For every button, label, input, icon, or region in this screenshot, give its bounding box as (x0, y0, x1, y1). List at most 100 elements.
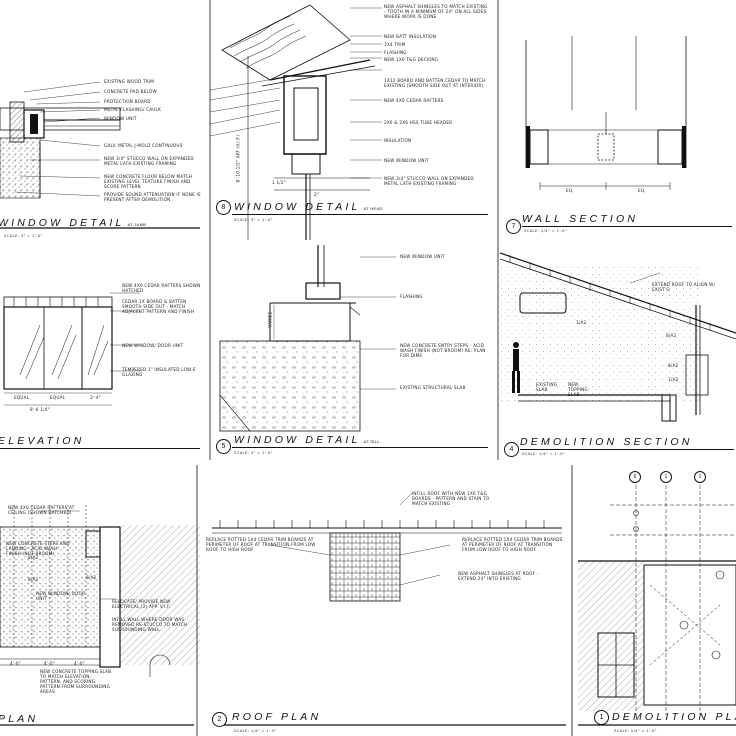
plan-note-3: NEW WINDOW/ DOOR UNIT (36, 591, 86, 601)
sill-dim-varies: VARIES (267, 311, 273, 328)
title-underline-8 (232, 214, 488, 216)
title-underline-6 (0, 448, 200, 450)
detail-number-4: 4 (504, 442, 519, 457)
grid-bubble-1a: 1 (660, 471, 672, 483)
demo-sec-note-1: EXTEND ROOF TO ALIGN W/ EXIST'G (652, 282, 716, 292)
panel-window-detail-sill: NEW WINDOW UNIT FLASHING NEW CONCRETE EN… (210, 245, 500, 460)
elev-dim-3: 3'-4" (90, 395, 101, 400)
roof-note-1: INFILL ROOF WITH NEW 1X6 T&G BOARDS - PA… (412, 491, 490, 506)
demolition-plan-drawing (578, 485, 736, 726)
demo-sec-note-2: EXISTING SLAB (536, 382, 558, 392)
detail-number-1: 1 (594, 710, 609, 725)
demo-sec-tag-4: 1/A2 (668, 377, 679, 382)
plan-tag-1: 8/A2 (28, 555, 39, 560)
wall-dim-eq-2: EQ. (638, 188, 646, 193)
head-detail-drawing (210, 4, 382, 240)
panel-plan: NEW 4X6 CEDAR RAFTERS AT CEILING (SHOWN … (0, 465, 200, 736)
demo-sec-tag-2: 8/A2 (666, 333, 677, 338)
plan-note-4: RELOCATE/ PROVIDE NEW ELECTRICAL (2) APP… (112, 599, 171, 609)
demo-sec-note-3: NEW TOPPING SLAB (568, 382, 588, 397)
grid-bubble-1b: 1 (694, 471, 706, 483)
roof-note-3: REPLACE ROTTED 1X4 CEDAR TRIM BOARDS AT … (462, 537, 563, 552)
head-note-10: NEW WINDOW UNIT (384, 158, 429, 163)
elev-dim-1: EQUAL (14, 395, 30, 400)
head-dim-1: 1 1/2" (272, 180, 286, 185)
panel-roof-plan: INFILL ROOF WITH NEW 1X6 T&G BOARDS - PA… (200, 465, 570, 736)
plan-dim-1: 4'-0" (10, 661, 21, 666)
panel-elevation: NEW 4X6 CEDAR RAFTERS SHOWN HATCHED CEDA… (0, 245, 210, 460)
roof-note-2: REPLACE ROTTED 1X4 CEDAR TRIM BOARDS AT … (206, 537, 316, 552)
detail-number-2: 2 (212, 712, 227, 727)
scale-demolition-section: SCALE: 1/4" = 1'-0" (522, 451, 565, 456)
detail-number-7: 7 (506, 219, 521, 234)
elev-note-3: NEW WINDOW/ DOOR UNIT (122, 343, 184, 348)
plan-note-5: INFILL WALL WHERE DOOR WAS REMOVED RE-ST… (112, 617, 188, 632)
sill-note-1: NEW WINDOW UNIT (400, 254, 445, 259)
head-note-2: NEW BATT INSULATION (384, 34, 437, 39)
plan-tag-3: 6/A2 (86, 575, 97, 580)
elevation-drawing (3, 292, 140, 406)
wall-dim-eq-1: EQ. (566, 188, 574, 193)
head-note-7: NEW 4X6 CEDAR RAFTERS (384, 98, 444, 103)
elev-note-4: TEMPERED 1" INSULATED LOW-E GLAZING (122, 367, 196, 377)
plan-note-6: NEW CONCRETE TOPPING SLAB TO MATCH ELEVA… (40, 669, 112, 694)
title-plan: PLAN (0, 713, 39, 725)
plan-dim-2: 4'-0" (44, 661, 55, 666)
head-note-9: INSULATION (384, 138, 412, 143)
jamb-note-5: WINDOW UNIT (104, 116, 137, 121)
plan-note-1: NEW 4X6 CEDAR RAFTERS AT CEILING (SHOWN … (8, 505, 75, 515)
title-underline-7 (522, 226, 732, 228)
detail-number-5: 5 (216, 439, 231, 454)
plan-tag-2: 8/A2 (28, 577, 39, 582)
jamb-note-4: METAL FLASHING/ CAULK (104, 107, 162, 112)
head-note-4: FLASHING (384, 50, 407, 55)
title-demolition-plan: DEMOLITION PLAN (612, 711, 736, 723)
demo-sec-tag-1: 1/A2 (576, 320, 587, 325)
scale-window-detail-sill: SCALE: 3" = 1'-0" (234, 450, 273, 455)
elev-dim-2: EQUAL (50, 395, 66, 400)
sill-note-4: EXISTING STRUCTURAL SLAB (400, 385, 466, 390)
elev-note-1: NEW 4X6 CEDAR RAFTERS SHOWN HATCHED (122, 283, 201, 293)
wall-section-drawing (525, 36, 687, 190)
jamb-note-7: NEW 3/4" STUCCO WALL ON EXPANDED METAL L… (104, 156, 194, 166)
elev-note-2: CEDAR 1X BOARD & BATTEN SMOOTH SIDE OUT … (122, 299, 195, 314)
grid-bubble-6: 6 (629, 471, 641, 483)
head-dim-2: 2" (314, 192, 319, 197)
title-roof-plan: ROOF PLAN (232, 711, 322, 723)
roof-plan-drawing (212, 492, 566, 726)
plan-drawing (0, 505, 200, 726)
sill-note-2: FLASHING (400, 294, 423, 299)
demolition-section-drawing (500, 252, 736, 422)
demo-sec-tag-3: 8/A2 (668, 363, 679, 368)
head-note-1: NEW ASPHALT SHINGLES TO MATCH EXISTING -… (384, 4, 488, 19)
detail-number-8: 8 (216, 200, 231, 215)
scale-window-detail-head: SCALE: 3" = 1'-0" (234, 217, 273, 222)
plan-note-2: NEW CONCRETE STEPS AND LANDING - ACID WA… (6, 541, 70, 556)
sill-note-3: NEW CONCRETE ENTRY STEPS - ACID WASH FIN… (400, 343, 486, 358)
scale-demolition-plan: SCALE: 1/4" = 1'-0" (614, 728, 657, 733)
sill-detail-drawing (219, 245, 396, 432)
title-demolition-section: DEMOLITION SECTION (520, 436, 693, 448)
panel-demolition-section: EXTEND ROOF TO ALIGN W/ EXIST'G EXISTING… (500, 245, 736, 460)
panel-demolition-plan: 6 1 1 1 DEMOLITION PLAN SCALE: 1/4" = 1'… (570, 465, 736, 736)
plan-dim-3: 4'-0" (74, 661, 85, 666)
scale-roof-plan: SCALE: 1/4" = 1'-0" (234, 728, 277, 733)
jamb-note-3: PROTECTION BOARD (104, 99, 151, 104)
head-note-3: 1X4 TRIM (384, 42, 406, 47)
head-dim-vertical: 8'-10 1/2" AFF (V.I.F.) (235, 134, 241, 183)
title-underline-4 (520, 449, 734, 451)
scale-window-detail-jamb: SCALE: 3" = 1'-0" (4, 233, 43, 238)
title-wall-section: WALL SECTION (522, 213, 639, 225)
jamb-detail-drawing (0, 81, 200, 229)
jamb-note-9: PROVIDE SOUND ATTENUATION IF NONE IS PRE… (104, 192, 201, 202)
panel-wall-section: EQ. EQ. 7 WALL SECTION SCALE: 1/4" = 1'-… (500, 0, 736, 240)
title-underline-5 (232, 447, 488, 449)
head-note-11: NEW 3/4" STUCCO WALL ON EXPANDED METAL L… (384, 176, 474, 186)
head-note-6: 1X12 BOARD AND BATTEN CEDAR TO MATCH EXI… (384, 78, 486, 88)
jamb-note-2: CONCRETE PAD BELOW (104, 89, 157, 94)
jamb-note-1: EXISTING WOOD TRIM (104, 79, 155, 84)
